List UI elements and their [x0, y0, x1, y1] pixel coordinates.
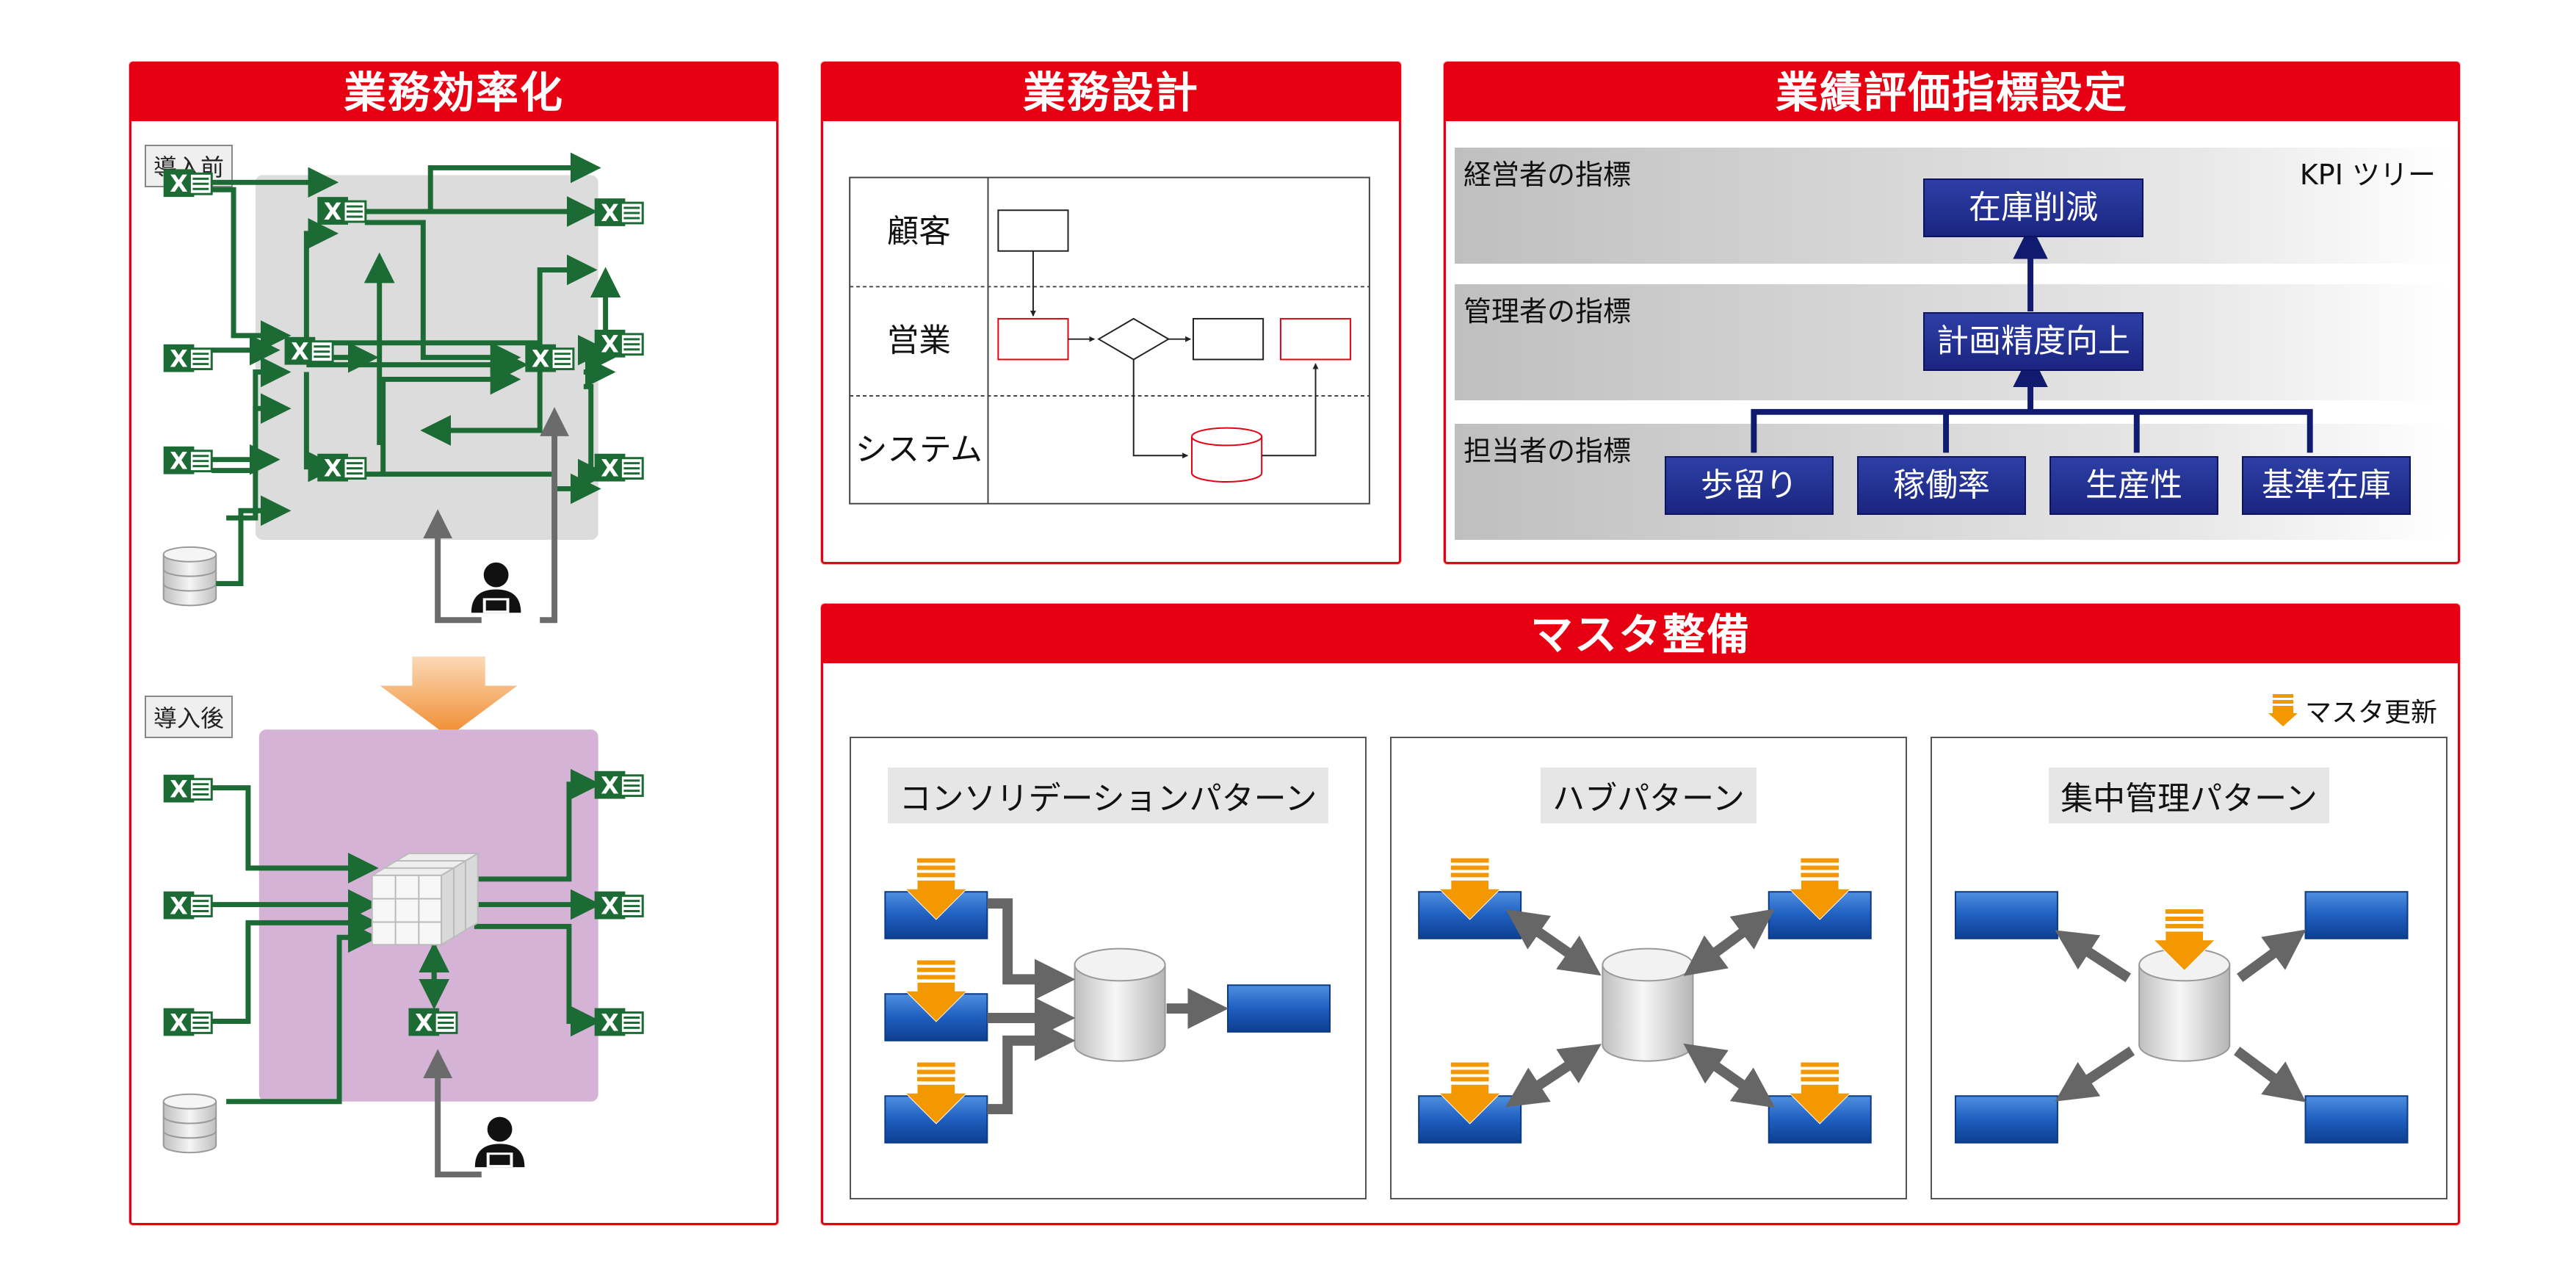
down-arrow-icon — [380, 656, 518, 737]
excel-icon — [162, 773, 213, 805]
kpi-tree-label: KPI ツリー — [2299, 159, 2436, 191]
panel-title: 業績評価指標設定 — [1446, 64, 2458, 121]
after-label: 導入後 — [145, 696, 234, 738]
excel-icon — [593, 452, 644, 484]
band-label: 担当者の指標 — [1464, 435, 1632, 467]
panel-title: 業務設計 — [823, 64, 1399, 121]
legend-label: マスタ更新 — [2304, 698, 2437, 728]
data-store-cylinder — [1191, 427, 1263, 483]
excel-icon — [316, 452, 367, 484]
lane-label-customer: 顧客 — [887, 214, 951, 250]
band-label: 管理者の指標 — [1464, 295, 1632, 328]
excel-icon — [283, 336, 334, 367]
kpi-leaf-box: 歩留り — [1665, 456, 1834, 515]
swimlane-diagram: 顧客 営業 システム — [849, 176, 1370, 505]
excel-icon — [162, 167, 213, 199]
database-icon — [162, 1093, 217, 1154]
database-icon — [162, 546, 217, 607]
lane-label-system: システム — [855, 432, 983, 469]
excel-icon — [162, 343, 213, 375]
kpi-leaf-box: 稼働率 — [1857, 456, 2026, 515]
pattern-hub: ハブパターン — [1390, 737, 1907, 1199]
excel-icon — [162, 1007, 213, 1038]
excel-icon — [593, 1007, 644, 1038]
cube-icon — [369, 852, 481, 946]
excel-icon — [407, 1007, 458, 1038]
person-icon — [471, 562, 521, 613]
pattern-title: ハブパターン — [1541, 768, 1756, 823]
excel-icon — [162, 445, 213, 477]
panel-title: マスタ整備 — [823, 606, 2458, 663]
excel-icon — [316, 195, 367, 227]
excel-icon — [162, 890, 213, 921]
excel-icon — [524, 343, 575, 375]
kpi-top-box: 在庫削減 — [1923, 178, 2143, 237]
process-box — [1193, 317, 1265, 361]
excel-icon — [593, 770, 644, 801]
kpi-middle-box: 計画精度向上 — [1923, 312, 2143, 371]
legend-master-update: マスタ更新 — [2268, 691, 2437, 729]
band-label: 経営者の指標 — [1464, 159, 1632, 191]
lane-label-sales: 営業 — [887, 323, 951, 360]
kpi-connectors — [1751, 224, 2313, 453]
excel-icon — [593, 197, 644, 228]
pattern-consolidation: コンソリデーションパターン — [850, 737, 1367, 1199]
process-box-red — [997, 317, 1069, 361]
person-icon — [474, 1116, 525, 1168]
update-arrow-icon — [2268, 694, 2298, 726]
process-box-red — [1279, 317, 1352, 361]
process-box — [997, 209, 1069, 252]
excel-icon — [593, 328, 644, 360]
pattern-title: 集中管理パターン — [2049, 768, 2329, 823]
pattern-centralized: 集中管理パターン — [1931, 737, 2447, 1199]
kpi-leaf-box: 基準在庫 — [2242, 456, 2411, 515]
panel-master-maintenance: マスタ整備 マスタ更新 コンソリデーションパターン ハブパターン 集中管理パター… — [821, 604, 2460, 1225]
panel-kpi-setting: 業績評価指標設定 経営者の指標 管理者の指標 担当者の指標 KPI ツリー 在庫… — [1444, 62, 2460, 564]
panel-business-efficiency: 業務効率化 導入前 導入後 X — [129, 62, 778, 1225]
panel-title: 業務効率化 — [131, 64, 776, 121]
panel-business-design: 業務設計 顧客 営業 システム — [821, 62, 1401, 564]
pattern-title: コンソリデーションパターン — [887, 768, 1329, 823]
efficiency-diagram: X — [162, 152, 644, 1178]
kpi-leaf-box: 生産性 — [2049, 456, 2218, 515]
excel-icon — [593, 890, 644, 921]
